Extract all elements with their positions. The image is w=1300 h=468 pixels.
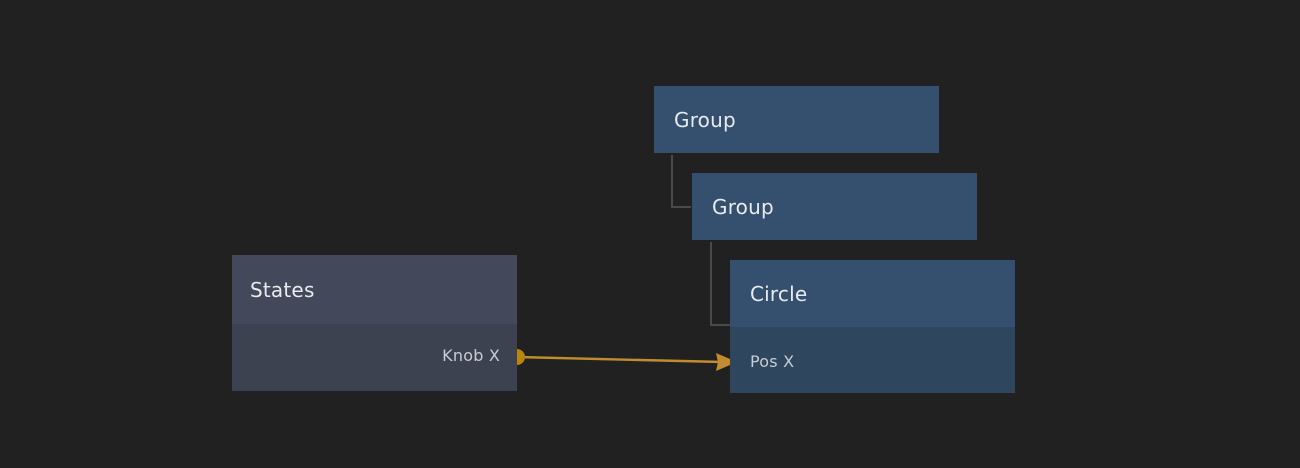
hierarchy-link-group1-group2 xyxy=(671,155,691,208)
node-circle-title: Circle xyxy=(750,281,808,306)
node-states-title: States xyxy=(250,277,315,302)
node-circle[interactable]: Circle Pos X xyxy=(730,260,1015,393)
node-states[interactable]: States Knob X xyxy=(232,255,517,391)
connection-knobx-to-posx[interactable] xyxy=(509,349,737,371)
node-states-body: Knob X xyxy=(232,324,517,391)
port-row-pos-x[interactable]: Pos X xyxy=(750,347,1015,375)
node-group-2[interactable]: Group xyxy=(692,173,977,240)
node-states-header[interactable]: States xyxy=(232,255,517,324)
node-group-1[interactable]: Group xyxy=(654,86,939,153)
node-group-1-header[interactable]: Group xyxy=(654,86,939,153)
port-row-knob-x[interactable]: Knob X xyxy=(232,341,500,369)
node-group-2-title: Group xyxy=(712,194,774,219)
port-label-knob-x: Knob X xyxy=(442,345,500,365)
node-group-1-title: Group xyxy=(674,107,736,132)
hierarchy-link-group2-circle xyxy=(710,242,730,326)
node-group-2-header[interactable]: Group xyxy=(692,173,977,240)
node-circle-body: Pos X xyxy=(730,327,1015,393)
node-circle-header[interactable]: Circle xyxy=(730,260,1015,327)
port-label-pos-x: Pos X xyxy=(750,351,795,371)
connection-line xyxy=(516,355,724,364)
